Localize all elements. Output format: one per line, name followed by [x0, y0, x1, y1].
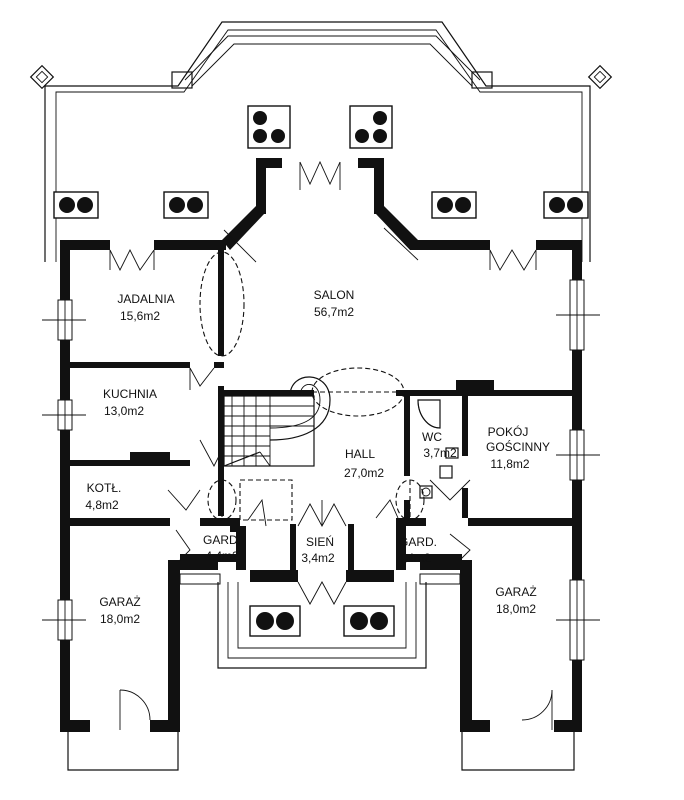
room-name-kuchnia: KUCHNIA [103, 387, 157, 401]
room-area-kotl: 4,8m2 [85, 498, 119, 512]
garage-door-right [461, 689, 575, 771]
room-area-gard-left: 4,4m2 [205, 549, 239, 563]
room-area-jadalnia: 15,6m2 [120, 309, 160, 323]
column-pair [543, 191, 589, 219]
room-area-pokoj: 11,8m2 [490, 457, 529, 471]
room-area-wc: 3,7m2 [423, 446, 457, 460]
wc-fixtures [417, 399, 459, 499]
room-name-hall: HALL [345, 447, 375, 461]
column-pair [431, 191, 477, 219]
room-name-garaz-right: GARAŻ [495, 585, 536, 599]
room-area-kuchnia: 13,0m2 [104, 404, 144, 418]
corner-ornament-right [587, 64, 613, 90]
room-area-gard-right: 4,4m2 [397, 551, 431, 565]
column-cluster-left [247, 105, 291, 149]
room-area-salon: 56,7m2 [314, 305, 354, 319]
doors [109, 160, 537, 605]
room-area-garaz-left: 18,0m2 [100, 612, 140, 626]
room-name-wc: WC [422, 430, 442, 444]
dashed-arches [199, 251, 425, 521]
column-pair [343, 605, 395, 637]
room-name-kotl: KOTŁ. [87, 481, 122, 495]
room-labels: JADALNIA 15,6m2 SALON 56,7m2 KUCHNIA 13,… [85, 288, 550, 626]
room-name-goscinny: GOŚCINNY [486, 439, 550, 454]
terrace-outline [29, 21, 613, 262]
room-name-gard-left: GARD. [203, 533, 241, 547]
room-name-sien: SIEŃ [306, 534, 334, 549]
room-name-garaz-left: GARAŻ [99, 595, 140, 609]
room-name-gard-right: GARD. [399, 535, 437, 549]
column-pair [249, 605, 301, 637]
corner-ornament-left [29, 64, 55, 90]
front-porch [217, 582, 427, 669]
room-name-pokoj: POKÓJ [488, 424, 529, 439]
room-name-salon: SALON [314, 288, 355, 302]
garage-door-left [67, 689, 179, 771]
room-area-garaz-right: 18,0m2 [496, 602, 536, 616]
staircase [223, 376, 331, 467]
terrace-columns [53, 105, 589, 637]
column-pair [53, 191, 99, 219]
stair-treads [224, 396, 314, 466]
exterior-walls [60, 158, 582, 732]
room-name-jadalnia: JADALNIA [117, 292, 174, 306]
windows [42, 279, 600, 661]
column-cluster-right [349, 105, 393, 149]
interior-walls [70, 246, 572, 570]
room-area-hall: 27,0m2 [344, 466, 384, 480]
room-area-sien: 3,4m2 [301, 551, 335, 565]
column-pair [163, 191, 209, 219]
